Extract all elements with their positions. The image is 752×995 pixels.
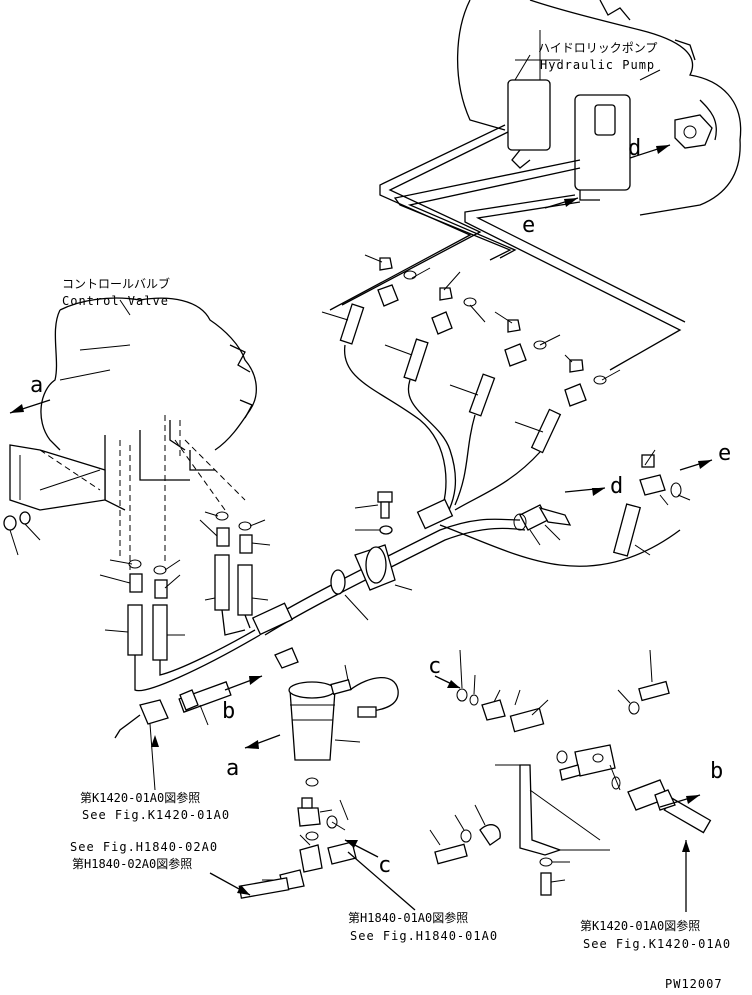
- pump-leader-line: [514, 54, 531, 81]
- arrow-label-e-upper: e: [522, 213, 535, 238]
- hydraulic-pump-jp-label: ハイドロリックポンプ: [538, 41, 657, 55]
- arrow-label-a-lower: a: [226, 756, 239, 781]
- control-valve-en-label: Control Valve: [62, 294, 169, 308]
- reference-1-jp: 第K1420-01A0図参照: [80, 790, 200, 805]
- reference-4-jp: 第K1420-01A0図参照: [580, 918, 700, 933]
- hose-group-upper: [321, 254, 621, 519]
- hydraulic-pump-en-label: Hydraulic Pump: [540, 58, 655, 72]
- arrow-label-c-upper: c: [428, 654, 441, 679]
- valve-leader-line: [119, 299, 131, 316]
- right-lower-assembly: [429, 649, 712, 910]
- hose-clamp-bundle: [251, 449, 691, 636]
- direction-arrows: [9, 144, 713, 858]
- arrow-label-b-right: b: [710, 759, 723, 784]
- arrow-label-d-right: d: [610, 474, 623, 499]
- reference-2-en: See Fig.H1840-02A0: [70, 840, 218, 854]
- arrow-label-a-upper: a: [30, 373, 43, 398]
- lower-hose-assemblies: [114, 647, 399, 899]
- reference-2-jp: 第H1840-02A0図参照: [72, 856, 192, 871]
- reference-4-en: See Fig.K1420-01A0: [583, 937, 731, 951]
- arrow-label-c-lower: c: [378, 853, 391, 878]
- control-valve-jp-label: コントロールバルブ: [62, 276, 170, 291]
- arrow-label-b-lower: b: [222, 699, 235, 724]
- arrow-label-e-right: e: [718, 441, 731, 466]
- steel-pipes: [329, 124, 686, 371]
- control-valve: [3, 297, 257, 556]
- reference-1-en: See Fig.K1420-01A0: [82, 808, 230, 822]
- hydraulic-pump: [456, 0, 742, 216]
- pump-leader-line-2: [639, 69, 661, 81]
- arrow-label-d-upper: d: [628, 136, 641, 161]
- reference-3-leader: [347, 851, 416, 911]
- reference-3-jp: 第H1840-01A0図参照: [348, 910, 468, 925]
- drawing-code: PW12007: [665, 977, 723, 991]
- valve-port-fittings: [99, 415, 271, 692]
- reference-3-en: See Fig.H1840-01A0: [350, 929, 498, 943]
